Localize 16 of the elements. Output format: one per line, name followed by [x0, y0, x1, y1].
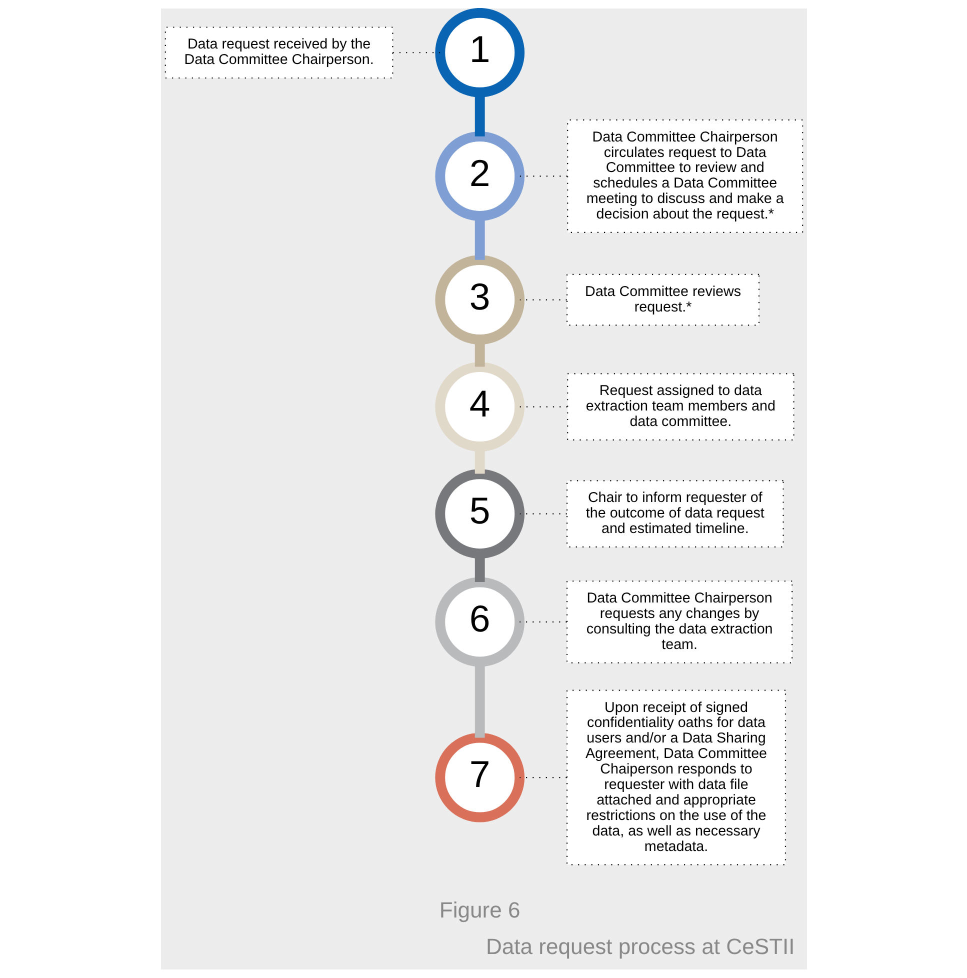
node-circle: 1: [434, 8, 524, 98]
caption: Data request process at CeSTII: [486, 934, 794, 960]
node-box: Chair to inform requester of the outcome of data request and estimated timeline.: [566, 480, 784, 548]
node-circle: 6: [434, 577, 524, 667]
node-box: Data Committee Chairperson requests any changes by consulting the data extraction team.: [566, 580, 792, 664]
node-circle: 2: [434, 132, 524, 221]
node-circle: 7: [434, 732, 524, 822]
node-circle: 5: [434, 469, 524, 558]
node-circle: 4: [434, 362, 524, 452]
node-circle: 3: [434, 255, 524, 344]
node-box: Data Committee Chairperson circulates request to Data Committee to review and schedules a Data Committee meeting to discuss and make a decision about the request.*: [566, 119, 803, 234]
label: Figure 6: [438, 898, 520, 923]
node-box: Data request received by the Data Committee Chairperson.: [164, 26, 393, 79]
node-box: Data Committee reviews request.*: [566, 274, 760, 326]
node-box: Upon receipt of signed confidentiality oaths for data users and/or a Data Sharing Agreement, Data Committee Chaiperson responds to requester with data file attached and appropriate restrictions on the use of the data, as well as necessary metadata.: [566, 690, 786, 866]
node-box: Request assigned to data extraction team members and data committee.: [566, 373, 794, 440]
